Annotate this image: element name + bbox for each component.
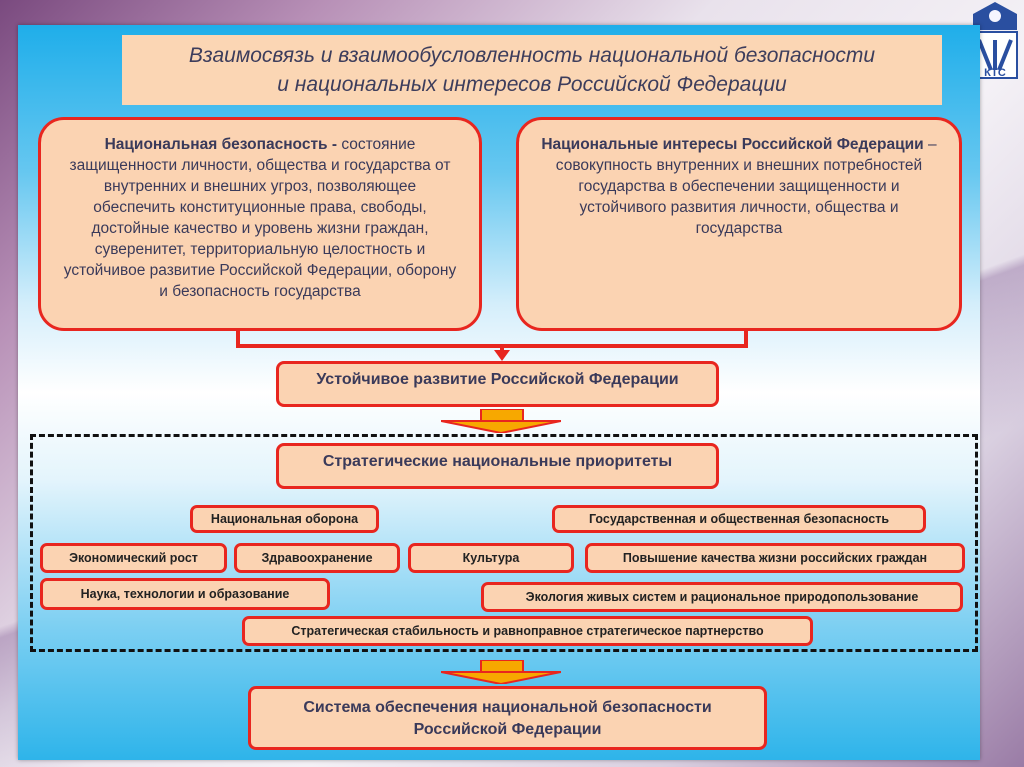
priorities-header-label: Стратегические национальные приоритеты: [322, 453, 673, 470]
priority-culture: Культура: [408, 543, 574, 573]
priority-defense: Национальная оборона: [190, 505, 379, 533]
security-term: Национальная безопасность -: [104, 136, 338, 153]
interests-term: Национальные интересы Российской Федерац…: [541, 136, 924, 153]
priority-culture-label: Культура: [462, 551, 520, 565]
national-interests-definition: Национальные интересы Российской Федерац…: [516, 117, 962, 331]
connector-right: [744, 331, 748, 347]
priority-stability-label: Стратегическая стабильность и равноправн…: [291, 624, 764, 638]
security-system-box: Система обеспечения национальной безопас…: [248, 686, 767, 750]
system-line-2: Российской Федерации: [413, 721, 602, 738]
sustainable-development-box: Устойчивое развитие Российской Федерации: [276, 361, 719, 407]
logo: КТС: [965, 0, 1024, 90]
title-line-2: и национальных интересов Российской Феде…: [277, 73, 787, 96]
logo-text: КТС: [984, 67, 1006, 79]
title-line-1: Взаимосвязь и взаимообусловленность наци…: [188, 44, 876, 67]
priority-quality-of-life: Повышение качества жизни российских граж…: [585, 543, 965, 573]
arrow-down-icon: [494, 350, 510, 361]
priority-health-label: Здравоохранение: [261, 551, 373, 565]
page-title: Взаимосвязь и взаимообусловленность наци…: [122, 35, 942, 105]
priority-economy-label: Экономический рост: [69, 551, 198, 565]
system-line-1: Система обеспечения национальной безопас…: [303, 699, 712, 716]
block-arrow-icon: [441, 660, 561, 684]
development-label: Устойчивое развитие Российской Федерации: [316, 371, 679, 388]
priority-ecology: Экология живых систем и рациональное при…: [481, 582, 963, 612]
priorities-header: Стратегические национальные приоритеты: [276, 443, 719, 489]
priority-stability: Стратегическая стабильность и равноправн…: [242, 616, 813, 646]
national-security-definition: Национальная безопасность - состояние за…: [38, 117, 482, 331]
priority-science: Наука, технологии и образование: [40, 578, 330, 610]
priority-state-security: Государственная и общественная безопасно…: [552, 505, 926, 533]
priority-ecology-label: Экология живых систем и рациональное при…: [525, 590, 919, 604]
priority-economy: Экономический рост: [40, 543, 227, 573]
priority-quality-of-life-label: Повышение качества жизни российских граж…: [622, 551, 928, 565]
priority-defense-label: Национальная оборона: [210, 512, 359, 526]
connector-horizontal: [236, 344, 748, 348]
priority-state-security-label: Государственная и общественная безопасно…: [588, 512, 890, 526]
logo-emblem-icon: КТС: [972, 2, 1018, 79]
block-arrow-icon: [441, 409, 561, 433]
security-text: состояние защищенности личности, обществ…: [63, 136, 457, 300]
interests-text: – совокупность внутренних и внешних потр…: [555, 136, 937, 237]
connector-down: [500, 344, 504, 353]
connector-left: [236, 331, 240, 347]
priority-science-label: Наука, технологии и образование: [80, 587, 290, 601]
priority-health: Здравоохранение: [234, 543, 400, 573]
priorities-frame: [30, 434, 978, 652]
